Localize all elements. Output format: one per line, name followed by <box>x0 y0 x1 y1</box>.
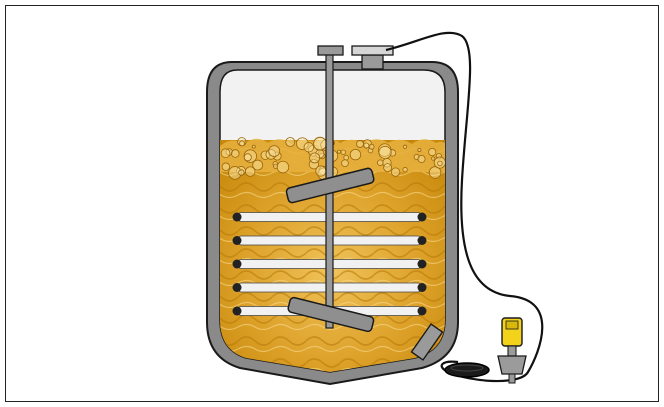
foam-bubble <box>350 149 361 160</box>
foam-bubble <box>337 150 340 153</box>
foam-bubble <box>403 167 407 171</box>
foam-bubble <box>231 150 239 158</box>
foam-bubble <box>221 149 230 158</box>
coil-end <box>233 213 242 222</box>
coil-end <box>233 260 242 269</box>
foam-bubble <box>369 144 374 149</box>
foam-bubble <box>245 167 255 177</box>
nozzle-neck <box>362 55 383 69</box>
foam-bubble <box>391 168 399 176</box>
foam-bubble <box>277 161 289 173</box>
foam-bubble <box>342 160 349 167</box>
motor-flange <box>318 46 343 55</box>
foam-bubble <box>286 138 295 147</box>
foam-bubble <box>252 145 255 148</box>
foam-bubble <box>379 146 391 158</box>
foam-bubble <box>357 140 364 147</box>
foam-bubble <box>314 137 327 150</box>
foam-bubble <box>244 154 251 161</box>
foam-bubble <box>239 170 244 175</box>
coil-end <box>233 307 242 316</box>
coil-end <box>418 236 427 245</box>
coil-end <box>418 307 427 316</box>
foam-bubble <box>377 160 383 166</box>
foam-bubble <box>403 145 406 148</box>
foam-bubble <box>418 155 425 162</box>
foam-bubble <box>418 148 421 151</box>
foam-bubble <box>240 141 245 146</box>
transmitter-neck <box>508 346 516 356</box>
coil-end <box>233 283 242 292</box>
coil-end <box>418 213 427 222</box>
pressure-transmitter <box>498 318 526 383</box>
foam-bubble <box>316 166 326 176</box>
foam-bubble <box>429 148 436 155</box>
foam-bubble <box>222 163 230 171</box>
foam-bubble <box>384 164 392 172</box>
foam-bubble <box>431 157 434 160</box>
foam-bubble <box>364 143 369 148</box>
foam-bubble <box>304 142 314 152</box>
foam-bubble <box>269 146 280 157</box>
coil-end <box>233 236 242 245</box>
foam-bubble <box>438 161 443 166</box>
foam-bubble <box>344 155 349 160</box>
coil-end <box>418 283 427 292</box>
foam-bubble <box>341 150 346 155</box>
coil-end <box>418 260 427 269</box>
transmitter-fitting <box>498 356 526 374</box>
foam-bubble <box>310 153 320 163</box>
